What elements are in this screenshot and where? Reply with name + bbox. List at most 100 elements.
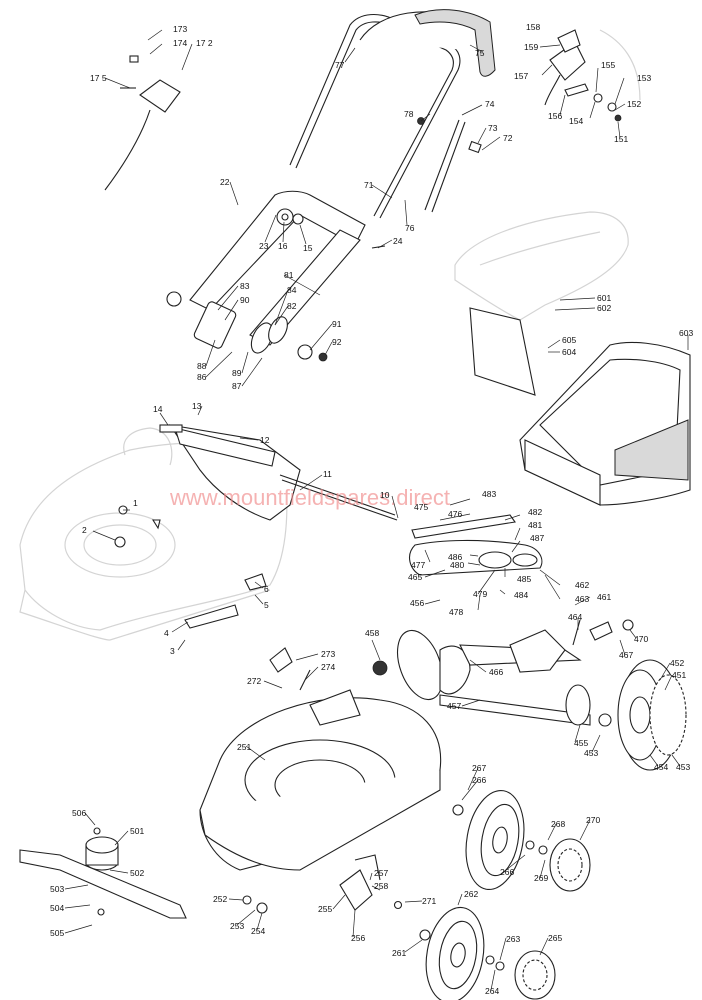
label-502: 502 bbox=[130, 868, 144, 878]
label-88: 88 bbox=[197, 361, 207, 371]
label-264: 264 bbox=[485, 986, 499, 996]
label-481: 481 bbox=[528, 520, 542, 530]
grass-box-top-outline bbox=[454, 211, 629, 321]
label-253: 253 bbox=[230, 921, 244, 931]
label-506: 506 bbox=[72, 808, 86, 818]
label-486: 486 bbox=[448, 552, 462, 562]
label-83: 83 bbox=[240, 281, 250, 291]
label-265: 265 bbox=[548, 933, 562, 943]
label-1: 1 bbox=[133, 498, 138, 508]
label-151: 151 bbox=[614, 134, 628, 144]
label-153: 153 bbox=[637, 73, 651, 83]
label-157: 157 bbox=[514, 71, 528, 81]
label-274: 274 bbox=[321, 662, 335, 672]
label-23: 23 bbox=[259, 241, 269, 251]
label-601: 601 bbox=[597, 293, 611, 303]
label-154: 154 bbox=[569, 116, 583, 126]
label-175: 17 5 bbox=[90, 73, 107, 83]
label-464: 464 bbox=[568, 612, 582, 622]
label-273: 273 bbox=[321, 649, 335, 659]
handle-assembly bbox=[166, 9, 496, 362]
label-24: 24 bbox=[393, 236, 403, 246]
label-159: 159 bbox=[524, 42, 538, 52]
label-452: 452 bbox=[670, 658, 684, 668]
label-484: 484 bbox=[514, 590, 528, 600]
label-82: 82 bbox=[287, 301, 297, 311]
label-605: 605 bbox=[562, 335, 576, 345]
label-174: 174 bbox=[173, 38, 187, 48]
rear-flap bbox=[114, 424, 398, 629]
label-84: 84 bbox=[287, 285, 297, 295]
control-lever bbox=[544, 29, 641, 122]
label-270: 270 bbox=[586, 815, 600, 825]
watermark: www.mountfieldspares.direct bbox=[169, 485, 450, 510]
label-266-b: 266 bbox=[500, 867, 514, 877]
rear-wheel-gear bbox=[617, 659, 687, 771]
label-475: 475 bbox=[414, 502, 428, 512]
label-505: 505 bbox=[50, 928, 64, 938]
label-485: 485 bbox=[517, 574, 531, 584]
label-487: 487 bbox=[530, 533, 544, 543]
lower-front-wheel bbox=[419, 906, 556, 1000]
label-272: 272 bbox=[247, 676, 261, 686]
label-462: 462 bbox=[575, 580, 589, 590]
label-603: 603 bbox=[679, 328, 693, 338]
label-22: 22 bbox=[220, 177, 230, 187]
label-476: 476 bbox=[448, 509, 462, 519]
grass-box bbox=[469, 307, 691, 506]
label-602: 602 bbox=[597, 303, 611, 313]
label-457: 457 bbox=[447, 701, 461, 711]
label-463: 463 bbox=[575, 594, 589, 604]
label-268: 268 bbox=[551, 819, 565, 829]
label-467: 467 bbox=[619, 650, 633, 660]
label-466: 466 bbox=[489, 667, 503, 677]
label-257: 257 bbox=[374, 868, 388, 878]
label-456: 456 bbox=[410, 598, 424, 608]
upper-front-wheel bbox=[452, 789, 591, 892]
label-266-a: 266 bbox=[472, 775, 486, 785]
blade-assembly bbox=[19, 827, 187, 919]
label-87: 87 bbox=[232, 381, 242, 391]
label-470: 470 bbox=[634, 634, 648, 644]
label-483: 483 bbox=[482, 489, 496, 499]
label-155: 155 bbox=[601, 60, 615, 70]
label-13: 13 bbox=[192, 401, 202, 411]
label-501: 501 bbox=[130, 826, 144, 836]
label-75: 75 bbox=[475, 48, 485, 58]
label-252: 252 bbox=[213, 894, 227, 904]
label-267: 267 bbox=[472, 763, 486, 773]
label-72: 72 bbox=[503, 133, 513, 143]
label-263: 263 bbox=[506, 934, 520, 944]
label-482: 482 bbox=[528, 507, 542, 517]
label-3: 3 bbox=[170, 646, 175, 656]
label-480: 480 bbox=[450, 560, 464, 570]
label-458: 458 bbox=[365, 628, 379, 638]
label-455: 455 bbox=[574, 738, 588, 748]
label-73: 73 bbox=[488, 123, 498, 133]
throttle-cable bbox=[104, 55, 181, 191]
label-269: 269 bbox=[534, 873, 548, 883]
label-71: 71 bbox=[364, 180, 374, 190]
label-78: 78 bbox=[404, 109, 414, 119]
label-92: 92 bbox=[332, 337, 342, 347]
drive-gearbox bbox=[372, 514, 634, 727]
label-4: 4 bbox=[164, 628, 169, 638]
label-10: 10 bbox=[380, 490, 390, 500]
label-173: 173 bbox=[173, 24, 187, 34]
leader-lines bbox=[64, 29, 689, 991]
label-251: 251 bbox=[237, 742, 251, 752]
label-255: 255 bbox=[318, 904, 332, 914]
label-16: 16 bbox=[278, 241, 288, 251]
label-271: 271 bbox=[422, 896, 436, 906]
label-15: 15 bbox=[303, 243, 313, 253]
label-6: 6 bbox=[264, 584, 269, 594]
label-451: 451 bbox=[672, 670, 686, 680]
label-465: 465 bbox=[408, 572, 422, 582]
label-89: 89 bbox=[232, 368, 242, 378]
label-172: 17 2 bbox=[196, 38, 213, 48]
label-91: 91 bbox=[332, 319, 342, 329]
label-77: 77 bbox=[335, 60, 345, 70]
label-262: 262 bbox=[464, 889, 478, 899]
label-604: 604 bbox=[562, 347, 576, 357]
